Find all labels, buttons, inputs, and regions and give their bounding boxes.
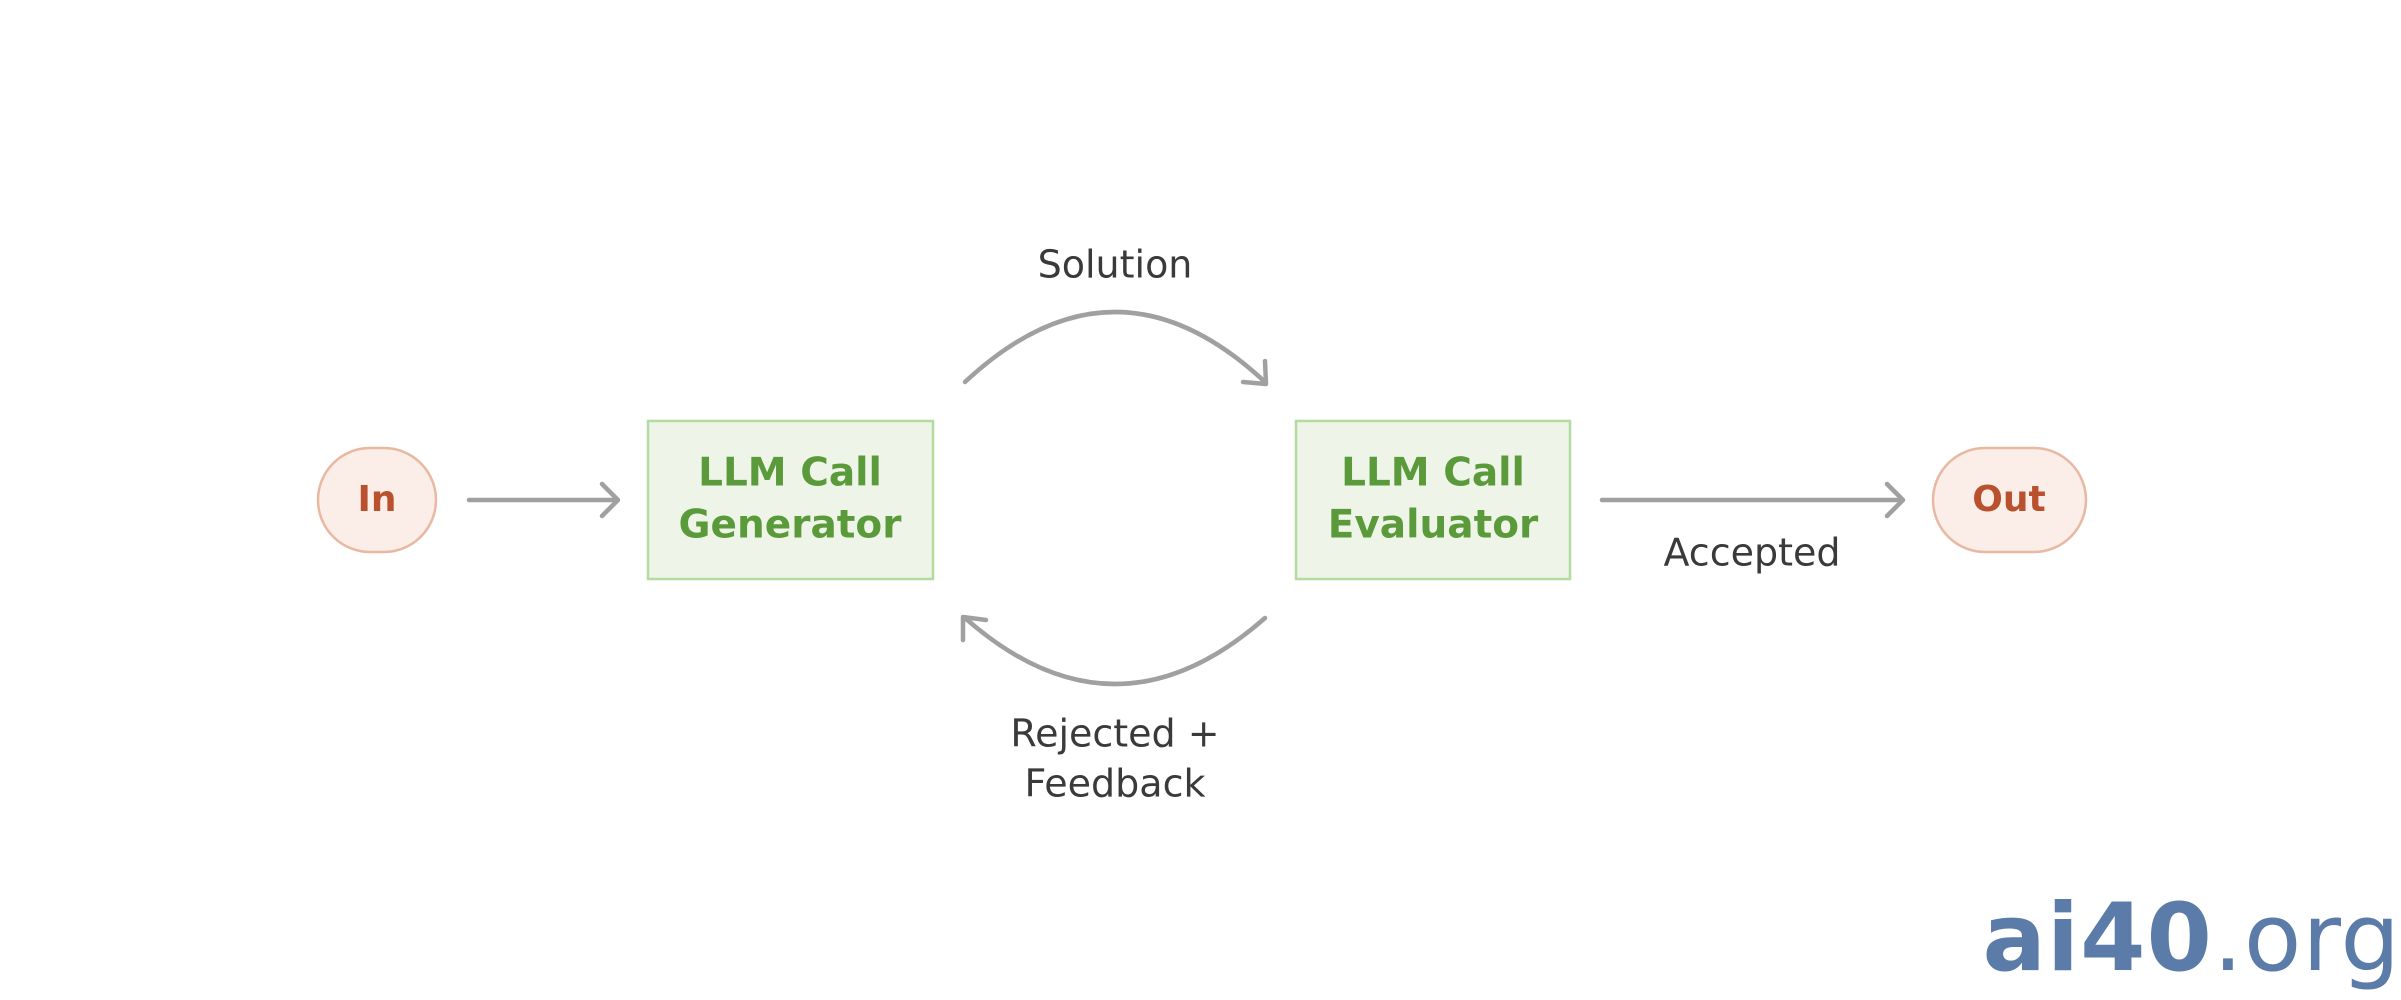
generator-role: Generator — [679, 503, 903, 548]
arrowhead-icon — [1884, 481, 1906, 519]
feedback-label-line1: Rejected + — [1010, 712, 1219, 756]
arrowhead-icon — [960, 614, 989, 643]
evaluator-box — [1294, 419, 1572, 581]
arrow-curve — [962, 615, 1268, 687]
input-node: In — [316, 446, 438, 554]
solution-label: Solution — [1038, 243, 1193, 287]
generator-box — [646, 419, 935, 581]
logo-suffix-text: .org — [2212, 884, 2401, 993]
feedback-label-line2: Feedback — [1025, 762, 1206, 806]
evaluator-to-output-arrow — [1599, 481, 1906, 519]
output-label: Out — [1972, 479, 2045, 520]
output-node: Out — [1931, 446, 2088, 554]
generator-title: LLM Call — [698, 451, 882, 496]
arrowhead-icon — [1240, 358, 1269, 387]
arrow-curve — [962, 309, 1268, 385]
input-pill-shape — [316, 446, 438, 554]
generator-node: LLM Call Generator — [646, 419, 935, 581]
accepted-label: Accepted — [1663, 531, 1840, 575]
arrowhead-icon — [599, 481, 621, 519]
feedback-arrow — [960, 614, 1268, 687]
input-to-generator-arrow — [466, 481, 621, 519]
evaluator-node: LLM Call Evaluator — [1294, 419, 1572, 581]
evaluator-role: Evaluator — [1328, 503, 1539, 548]
watermark-logo: ai40.org — [1982, 892, 2401, 986]
input-label: In — [357, 479, 396, 520]
evaluator-title: LLM Call — [1341, 451, 1525, 496]
logo-main-text: ai40 — [1982, 884, 2213, 993]
solution-arrow — [962, 309, 1269, 387]
output-pill-shape — [1931, 446, 2088, 554]
